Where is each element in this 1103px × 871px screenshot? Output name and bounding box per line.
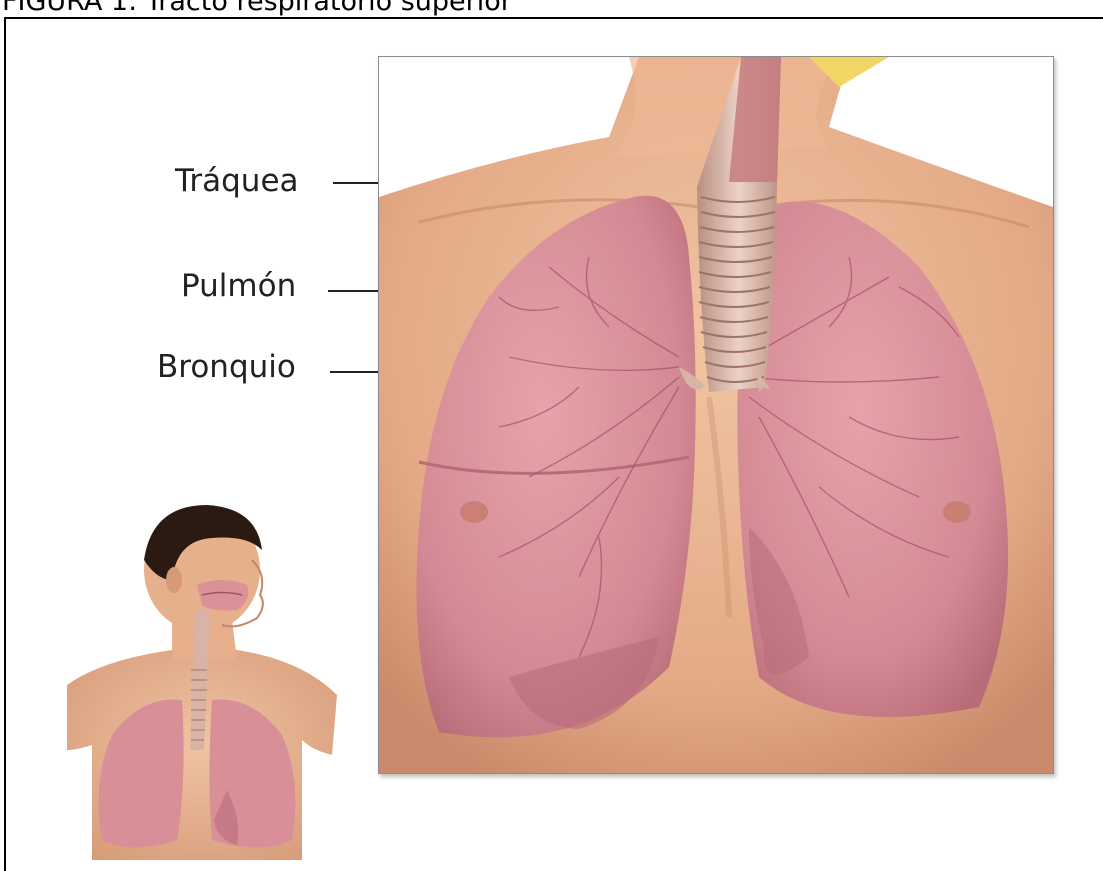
frame-left-border <box>4 17 6 871</box>
label-bronchus: Bronquio <box>157 352 296 383</box>
label-trachea: Tráquea <box>175 166 299 197</box>
small-body-svg <box>62 500 342 860</box>
label-lung: Pulmón <box>181 271 296 302</box>
figure-caption: FIGURA 1: Tracto respiratorio superior <box>2 0 512 17</box>
frame-top-border <box>4 17 1103 19</box>
chest-svg <box>379 57 1053 773</box>
small-body-illustration <box>62 500 342 860</box>
chest-illustration <box>378 56 1054 774</box>
